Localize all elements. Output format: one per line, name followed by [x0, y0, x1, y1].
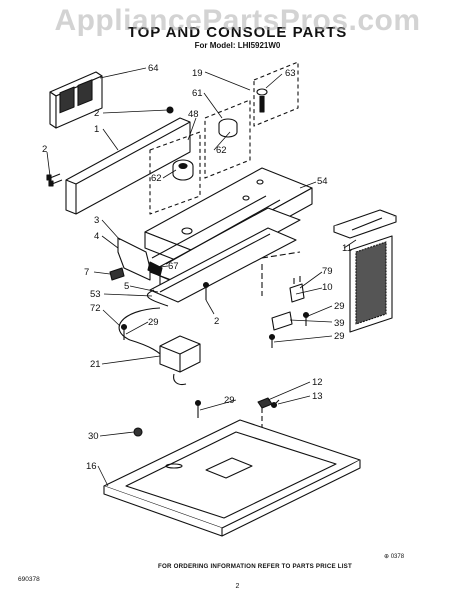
- part-16-main-top: [103, 419, 361, 537]
- model-subtitle: For Model: LHI5921W0: [194, 41, 281, 50]
- callout-label: 29: [334, 331, 345, 342]
- callout-label: 72: [90, 303, 101, 314]
- page-title: TOP AND CONSOLE PARTS: [127, 24, 348, 41]
- part-54-console-body: [144, 167, 313, 297]
- callout-label: 53: [90, 289, 101, 300]
- callout-label: 63: [285, 68, 296, 79]
- callout-label: 62: [216, 145, 227, 156]
- callout-label: 29: [224, 395, 235, 406]
- part-53-channel: [149, 227, 297, 303]
- page-number: 2: [235, 583, 240, 590]
- part-7-clip: [109, 267, 125, 281]
- callout-label: 12: [312, 377, 323, 388]
- callout-label: 39: [334, 318, 345, 329]
- callout-label: 21: [90, 359, 101, 370]
- figure-number: ⊕ 0378: [384, 554, 405, 560]
- callout-label: 61: [192, 88, 203, 99]
- part-11-light-cover: [333, 209, 397, 239]
- callout-label: 79: [322, 266, 333, 277]
- callout-label: 62: [151, 173, 162, 184]
- part-61-knob-group: [204, 61, 299, 179]
- callout-label: 29: [334, 301, 345, 312]
- part-72-harness: [118, 289, 169, 361]
- loose-screws: [120, 281, 310, 418]
- part-64-panel: [49, 71, 103, 129]
- callout-labels: 64 19 63 61 2 1 48 62 2 62 54 3 4 67 11 …: [42, 63, 352, 472]
- callout-label: 30: [88, 431, 99, 442]
- callout-label: 1: [94, 124, 99, 135]
- callout-label: 64: [148, 63, 159, 74]
- callout-label: 13: [312, 391, 323, 402]
- callout-label: 3: [94, 215, 99, 226]
- part-4-end-cap: [117, 237, 163, 281]
- callout-label: 11: [342, 243, 352, 254]
- part-48-knob-group: [149, 131, 201, 215]
- callout-label: 54: [317, 176, 328, 187]
- callout-label: 4: [94, 231, 99, 242]
- part-21-timer: [159, 335, 201, 386]
- part-10-switch: [261, 251, 305, 331]
- callout-label: 19: [192, 68, 203, 79]
- ordering-note: FOR ORDERING INFORMATION REFER TO PARTS …: [158, 563, 352, 570]
- callout-label: 2: [214, 316, 219, 327]
- document-number: 690378: [18, 576, 40, 583]
- leader-lines: [46, 67, 357, 487]
- callout-label: 67: [168, 261, 179, 272]
- callout-label: 16: [86, 461, 97, 472]
- part-79-housing: [349, 235, 393, 333]
- callout-label: 2: [94, 108, 99, 119]
- callout-label: 7: [84, 267, 89, 278]
- callout-label: 5: [124, 281, 129, 292]
- callout-label: 10: [322, 282, 333, 293]
- callout-label: 29: [148, 317, 159, 328]
- part-1-console-panel: [65, 117, 191, 215]
- callout-label: 48: [188, 109, 199, 120]
- callout-label: 2: [42, 144, 47, 155]
